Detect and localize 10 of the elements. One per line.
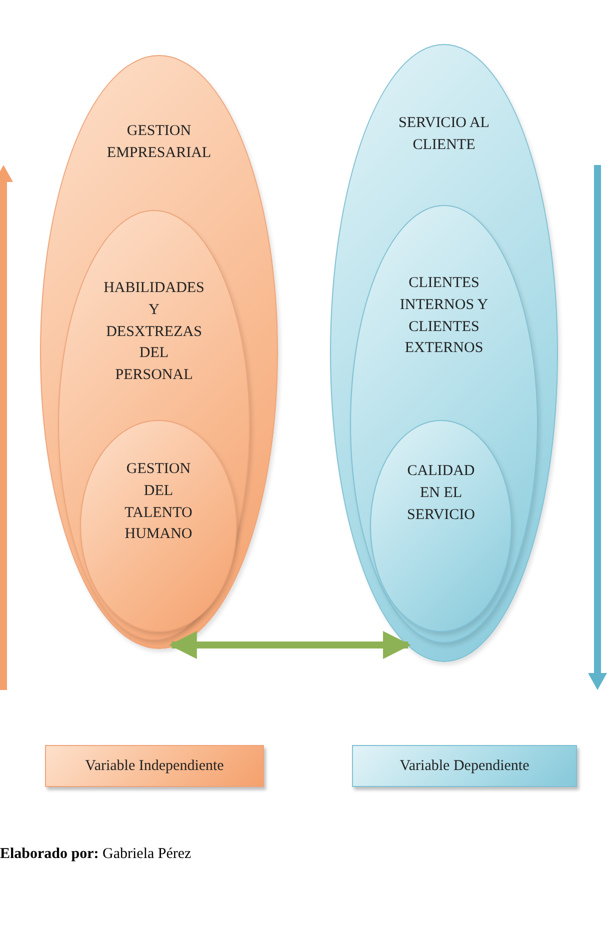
ellipse-label: GESTION DEL TALENTO HUMANO — [124, 460, 194, 544]
ellipse-label: HABILIDADES Y DESXTREZAS DEL PERSONAL — [102, 279, 206, 385]
ellipse-label: GESTION EMPRESARIAL — [106, 122, 212, 163]
ellipse-label: CLIENTES INTERNOS Y CLIENTES EXTERNOS — [398, 274, 490, 358]
variable-box: Variable Dependiente — [352, 745, 577, 787]
variable-box: Variable Independiente — [45, 745, 264, 787]
credit-note: Elaborado por: Gabriela Pérez — [0, 846, 192, 863]
double-arrow — [168, 631, 411, 659]
ellipse-label: SERVICIO AL CLIENTE — [398, 114, 490, 155]
ellipse-label: CALIDAD EN EL SERVICIO — [406, 462, 476, 524]
